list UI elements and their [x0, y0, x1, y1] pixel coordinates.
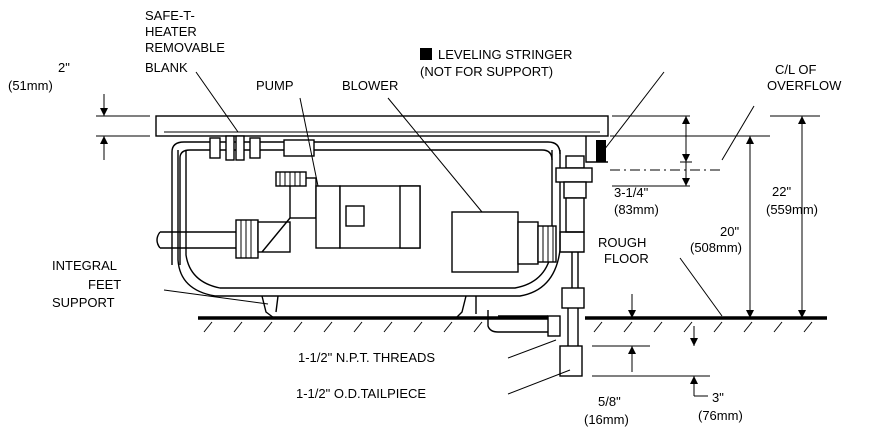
pump: [156, 171, 421, 259]
label-safe-t-4: BLANK: [145, 60, 188, 75]
label-safe-t-3: REMOVABLE: [145, 40, 225, 55]
leader-lines: [163, 71, 755, 395]
dim-height20-in: 20": [720, 224, 739, 239]
blower: [451, 211, 557, 273]
dimension-lines: [96, 94, 820, 397]
plumbing-loop: [171, 135, 561, 265]
label-safe-t-2: HEATER: [145, 24, 197, 39]
floor: [198, 316, 827, 333]
tub-rim: [155, 115, 609, 137]
label-leveling-2: (NOT FOR SUPPORT): [420, 64, 553, 79]
label-safe-t-1: SAFE-T-: [145, 8, 195, 23]
label-overflow-1: C/L OF: [775, 62, 816, 77]
dim-height22-in: 22": [772, 184, 791, 199]
dim-drain3-mm: (76mm): [698, 408, 743, 423]
dim-height20-mm: (508mm): [690, 240, 742, 255]
label-integral-3: SUPPORT: [52, 295, 115, 310]
leveling-legend-square: [420, 48, 432, 60]
label-integral-1: INTEGRAL: [52, 258, 117, 273]
label-rough-1: ROUGH: [598, 235, 646, 250]
label-blower: BLOWER: [342, 78, 398, 93]
dim-rim-in: 2": [58, 60, 70, 75]
label-rough-2: FLOOR: [604, 251, 649, 266]
label-tailpiece: 1-1/2" O.D.TAILPIECE: [296, 386, 426, 401]
dim-drain58-in: 5/8": [598, 394, 621, 409]
label-pump: PUMP: [256, 78, 294, 93]
dim-rim-mm: (51mm): [8, 78, 53, 93]
label-integral-2: FEET: [88, 277, 121, 292]
dim-drain3-in: 3": [712, 390, 724, 405]
overflow-drain: [487, 136, 608, 377]
label-leveling-1: LEVELING STRINGER: [438, 47, 572, 62]
label-overflow-2: OVERFLOW: [767, 78, 842, 93]
dim-overflow-in: 3-1/4": [614, 185, 649, 200]
label-npt-threads: 1-1/2" N.P.T. THREADS: [298, 350, 435, 365]
dim-drain58-mm: (16mm): [584, 412, 629, 427]
dim-overflow-mm: (83mm): [614, 202, 659, 217]
dim-height22-mm: (559mm): [766, 202, 818, 217]
